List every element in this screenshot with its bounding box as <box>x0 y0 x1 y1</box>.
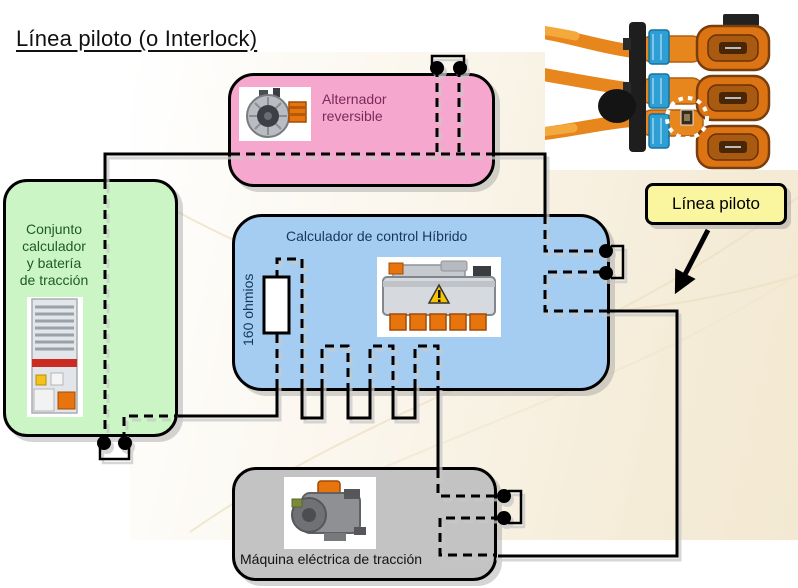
battery-photo <box>27 297 83 417</box>
pilot-line-callout-label: Línea piloto <box>672 194 760 213</box>
alternator-label: Alternador reversible <box>322 91 387 125</box>
resistor-value-label: 160 ohmios <box>240 273 256 347</box>
interlock-highlight-circle <box>665 96 709 140</box>
alternator-photo <box>239 87 311 141</box>
triple-connector-heads <box>695 24 771 170</box>
motor-photo <box>284 477 376 549</box>
ecu-label: Calculador de control Híbrido <box>286 228 468 244</box>
page-title: Línea piloto (o Interlock) <box>16 26 258 51</box>
ecu-photo <box>377 257 501 337</box>
hv-cables-photo <box>545 2 798 170</box>
battery-label: Conjunto calculador y batería de tracció… <box>19 221 89 289</box>
traction-machine-label: Máquina eléctrica de tracción <box>240 551 423 567</box>
cable-clamp <box>629 22 646 152</box>
pilot-line-callout: Línea piloto <box>645 183 787 225</box>
